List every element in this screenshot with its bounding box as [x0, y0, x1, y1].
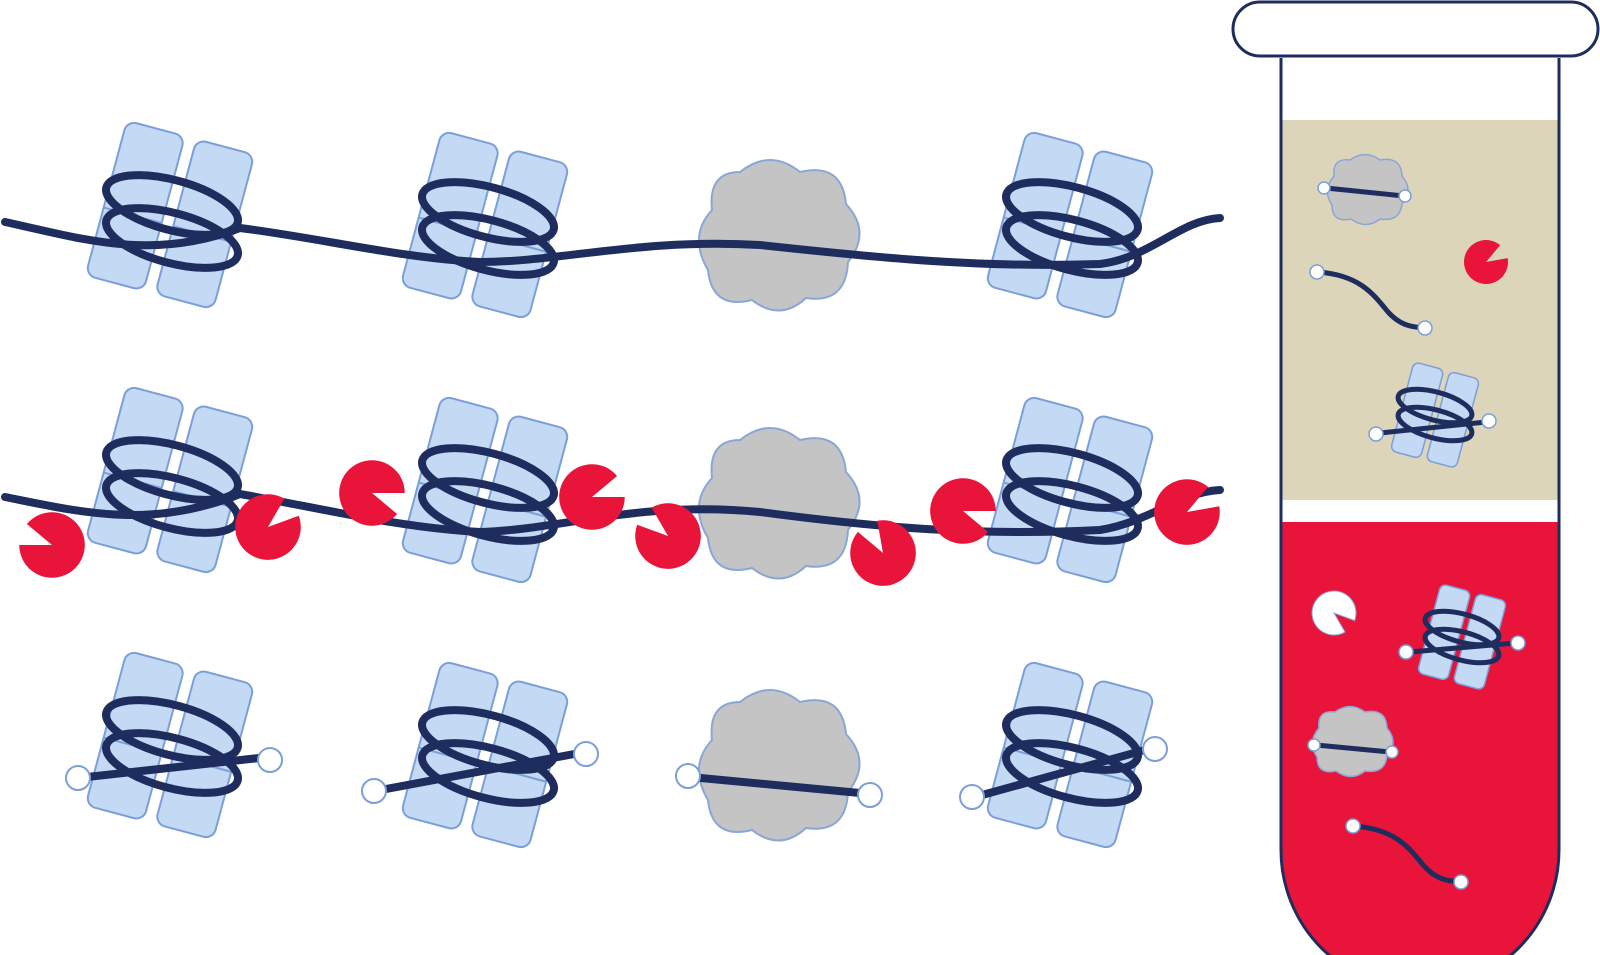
dna-end-cap: [1417, 320, 1433, 336]
dna-coil: [1001, 178, 1143, 279]
nucleosome: [86, 651, 254, 839]
dna-end-cap: [1309, 264, 1325, 280]
dna-end-cap: [1142, 736, 1168, 762]
dna-end-cap: [257, 747, 283, 773]
lower-phase-contents: [1307, 584, 1526, 890]
row-digestion: [1, 386, 1224, 586]
row-intact-chromatin: [1, 121, 1224, 319]
test-tube: [1231, 0, 1600, 955]
dna-end-cap: [573, 741, 599, 767]
dna-coil: [417, 178, 559, 279]
dna-end-cap: [1398, 189, 1412, 203]
enzyme-icon: [635, 503, 701, 569]
dna-bound-protein: [697, 427, 861, 580]
dna-end-cap: [65, 765, 91, 791]
enzyme-icon: [19, 512, 85, 578]
enzyme-icon: [1464, 239, 1509, 284]
dna-end-cap: [1481, 413, 1497, 429]
enzyme-icon: [339, 460, 405, 526]
dna-coil: [417, 444, 559, 545]
enzyme-icon: [559, 464, 625, 530]
upper-phase-contents: [1309, 153, 1509, 468]
tube-liquid: [1281, 120, 1559, 955]
tube-rim: [1231, 0, 1600, 58]
dna-end-cap: [857, 782, 883, 808]
dna-end-cap: [1317, 181, 1331, 195]
enzyme-icon: [235, 494, 301, 560]
dna-end-cap: [1368, 426, 1384, 442]
dna-coil: [101, 696, 243, 797]
dna-bound-protein: [697, 689, 861, 842]
enzyme-icon: [850, 520, 916, 586]
dna-end-cap: [1385, 745, 1399, 759]
dna-end-cap: [959, 784, 985, 810]
dna-end-cap: [361, 778, 387, 804]
dna-end-cap: [1307, 738, 1321, 752]
dna-end-cap: [1398, 644, 1414, 660]
dna-end-cap: [1345, 818, 1361, 834]
dna-bound-protein: [697, 159, 861, 312]
free-dna-fragment: [1315, 269, 1428, 331]
dna-bound-protein: [1311, 705, 1394, 778]
dna-coil: [101, 171, 243, 272]
dna-end-cap: [1510, 635, 1526, 651]
dna-end-cap: [675, 763, 701, 789]
enzyme-icon: [930, 478, 996, 544]
dna-end-cap: [1453, 874, 1469, 890]
row-released-fragments: [65, 651, 1168, 849]
enzyme-icon: [1311, 590, 1357, 636]
tube-body: [1279, 58, 1561, 955]
free-dna-fragment: [1351, 823, 1464, 885]
nucleosome: [1390, 362, 1480, 468]
dna-coil: [1001, 444, 1143, 545]
dna-coil: [1001, 706, 1143, 807]
enzyme-icon: [1154, 479, 1220, 545]
